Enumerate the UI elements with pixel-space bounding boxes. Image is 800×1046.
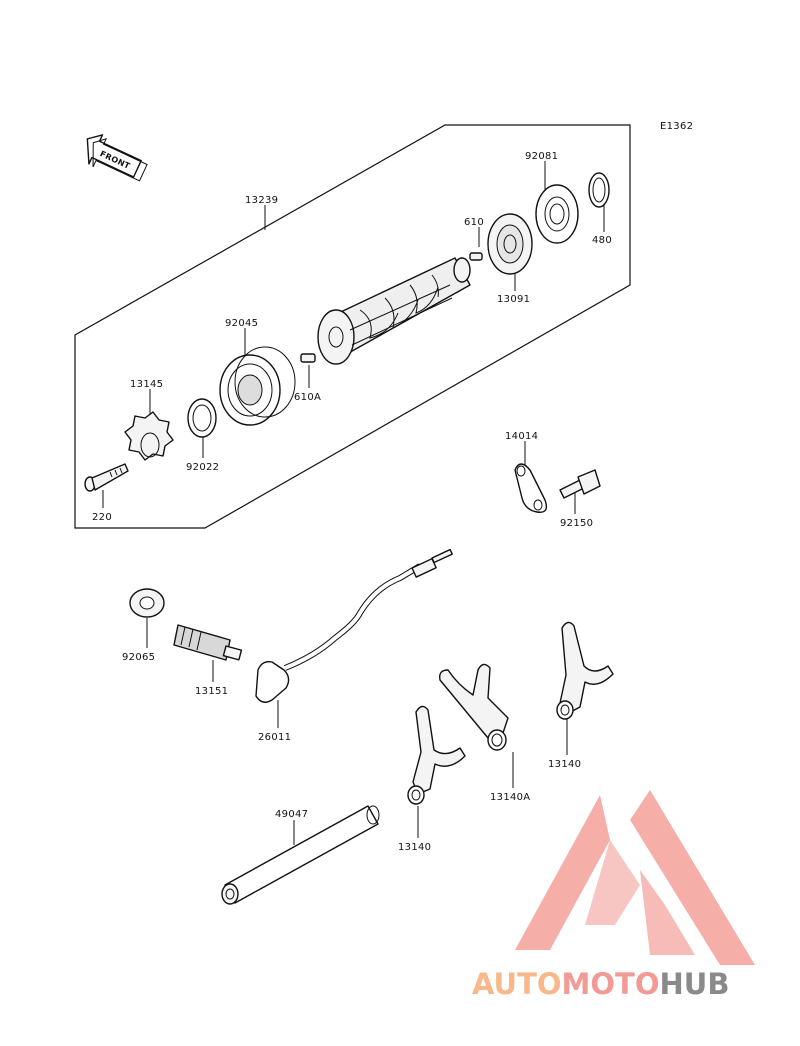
label-92065: 92065 (122, 652, 155, 663)
pin-610 (469, 252, 483, 261)
watermark-hub: HUB (660, 967, 730, 1001)
bolt-220 (84, 463, 129, 492)
bearing-92045 (219, 346, 296, 426)
label-13239: 13239 (245, 195, 278, 206)
front-arrow-icon: FRONT (86, 134, 148, 182)
label-13140a: 13140A (490, 792, 530, 803)
label-220: 220 (92, 512, 112, 523)
label-610: 610 (464, 217, 484, 228)
label-92045: 92045 (225, 318, 258, 329)
label-92081: 92081 (525, 151, 558, 162)
label-13091: 13091 (497, 294, 530, 305)
star-gear-13145 (124, 411, 174, 461)
label-92150: 92150 (560, 518, 593, 529)
label-13145: 13145 (130, 379, 163, 390)
pin-610a (300, 353, 316, 363)
shift-fork-right (556, 621, 614, 720)
watermark-moto: MOTO (562, 967, 660, 1001)
label-14014: 14014 (505, 431, 538, 442)
label-13140-right: 13140 (548, 759, 581, 770)
lead-wire-26011 (255, 548, 453, 703)
shaft-49047 (221, 805, 380, 905)
shift-drum (317, 257, 471, 365)
switch-13151 (173, 624, 243, 661)
ring-92022 (187, 398, 217, 438)
shift-fork-middle (438, 663, 509, 751)
part-labels: 13239 92081 610 480 13091 92045 610A 131… (92, 151, 612, 853)
label-26011: 26011 (258, 732, 291, 743)
shift-fork-left (407, 705, 466, 805)
diagram-code: E1362 (660, 121, 693, 132)
assembly-box (74, 124, 631, 529)
label-13151: 13151 (195, 686, 228, 697)
label-49047: 49047 (275, 809, 308, 820)
circlip-480 (588, 172, 610, 208)
star-plate-13091 (487, 213, 533, 275)
watermark-auto: AUTO (472, 967, 562, 1001)
plate-92081 (535, 184, 579, 244)
bolt-92150 (559, 469, 601, 499)
label-480: 480 (592, 235, 612, 246)
link-plate-14014 (514, 463, 548, 513)
label-92022: 92022 (186, 462, 219, 473)
watermark-text: AUTOMOTOHUB (472, 967, 729, 1001)
label-13140-left: 13140 (398, 842, 431, 853)
watermark-logo: AUTOMOTOHUB (472, 790, 755, 1001)
label-610a: 610A (294, 392, 321, 403)
washer-92065 (129, 588, 165, 618)
